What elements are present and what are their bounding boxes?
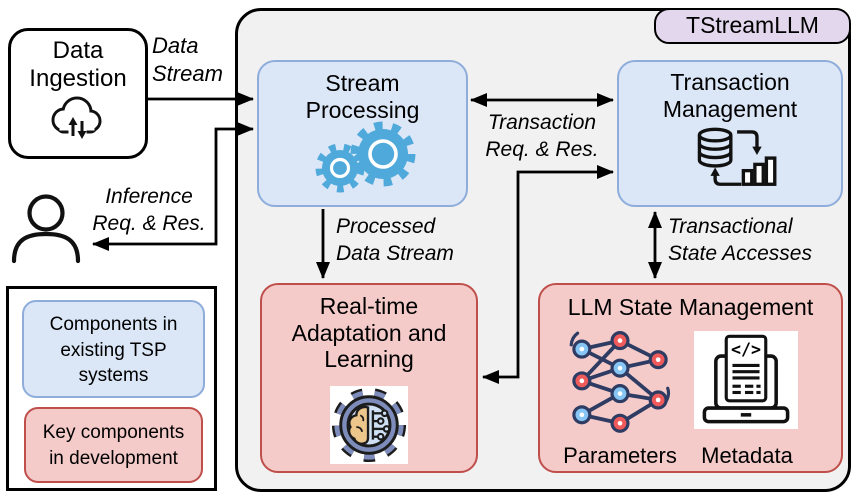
- stream-processing-label: Stream Processing: [305, 70, 420, 123]
- data-ingestion-box: Data Ingestion: [8, 28, 148, 159]
- transaction-management-label: Transaction Management: [662, 69, 798, 122]
- transaction-reqres-label: Transaction Req. & Res.: [485, 111, 599, 161]
- realtime-adaptation-label: Real-time Adaptation and Learning: [291, 293, 447, 373]
- legend-box: Components in existing TSP systems Key c…: [6, 286, 217, 491]
- brain-gear-icon: [330, 386, 408, 464]
- inference-label: Inference Req. & Res.: [92, 185, 206, 235]
- processed-stream-label: Processed Data Stream: [336, 215, 454, 265]
- llm-state-label: LLM State Management: [567, 294, 814, 320]
- person-icon: [11, 194, 81, 264]
- state-accesses-label: Transactional State Accesses: [668, 215, 812, 265]
- legend-item-existing: Components in existing TSP systems: [22, 300, 205, 398]
- tstreamllm-badge: TStreamLLM: [654, 8, 851, 44]
- neural-network-icon: [569, 331, 670, 433]
- gears-icon: [315, 121, 416, 193]
- database-transaction-icon: [697, 127, 777, 186]
- realtime-adaptation-box: Real-time Adaptation and Learning: [260, 283, 478, 473]
- parameters-label: Parameters: [563, 443, 677, 468]
- svg-text:</>: </>: [731, 340, 761, 359]
- legend-item-development: Key components in development: [24, 407, 203, 483]
- cloud-updown-icon: [51, 96, 102, 139]
- data-ingestion-label: Data Ingestion: [29, 37, 127, 92]
- laptop-code-icon: </>: [694, 331, 798, 429]
- data-stream-label: Data Stream: [152, 33, 223, 87]
- metadata-label: Metadata: [701, 443, 793, 468]
